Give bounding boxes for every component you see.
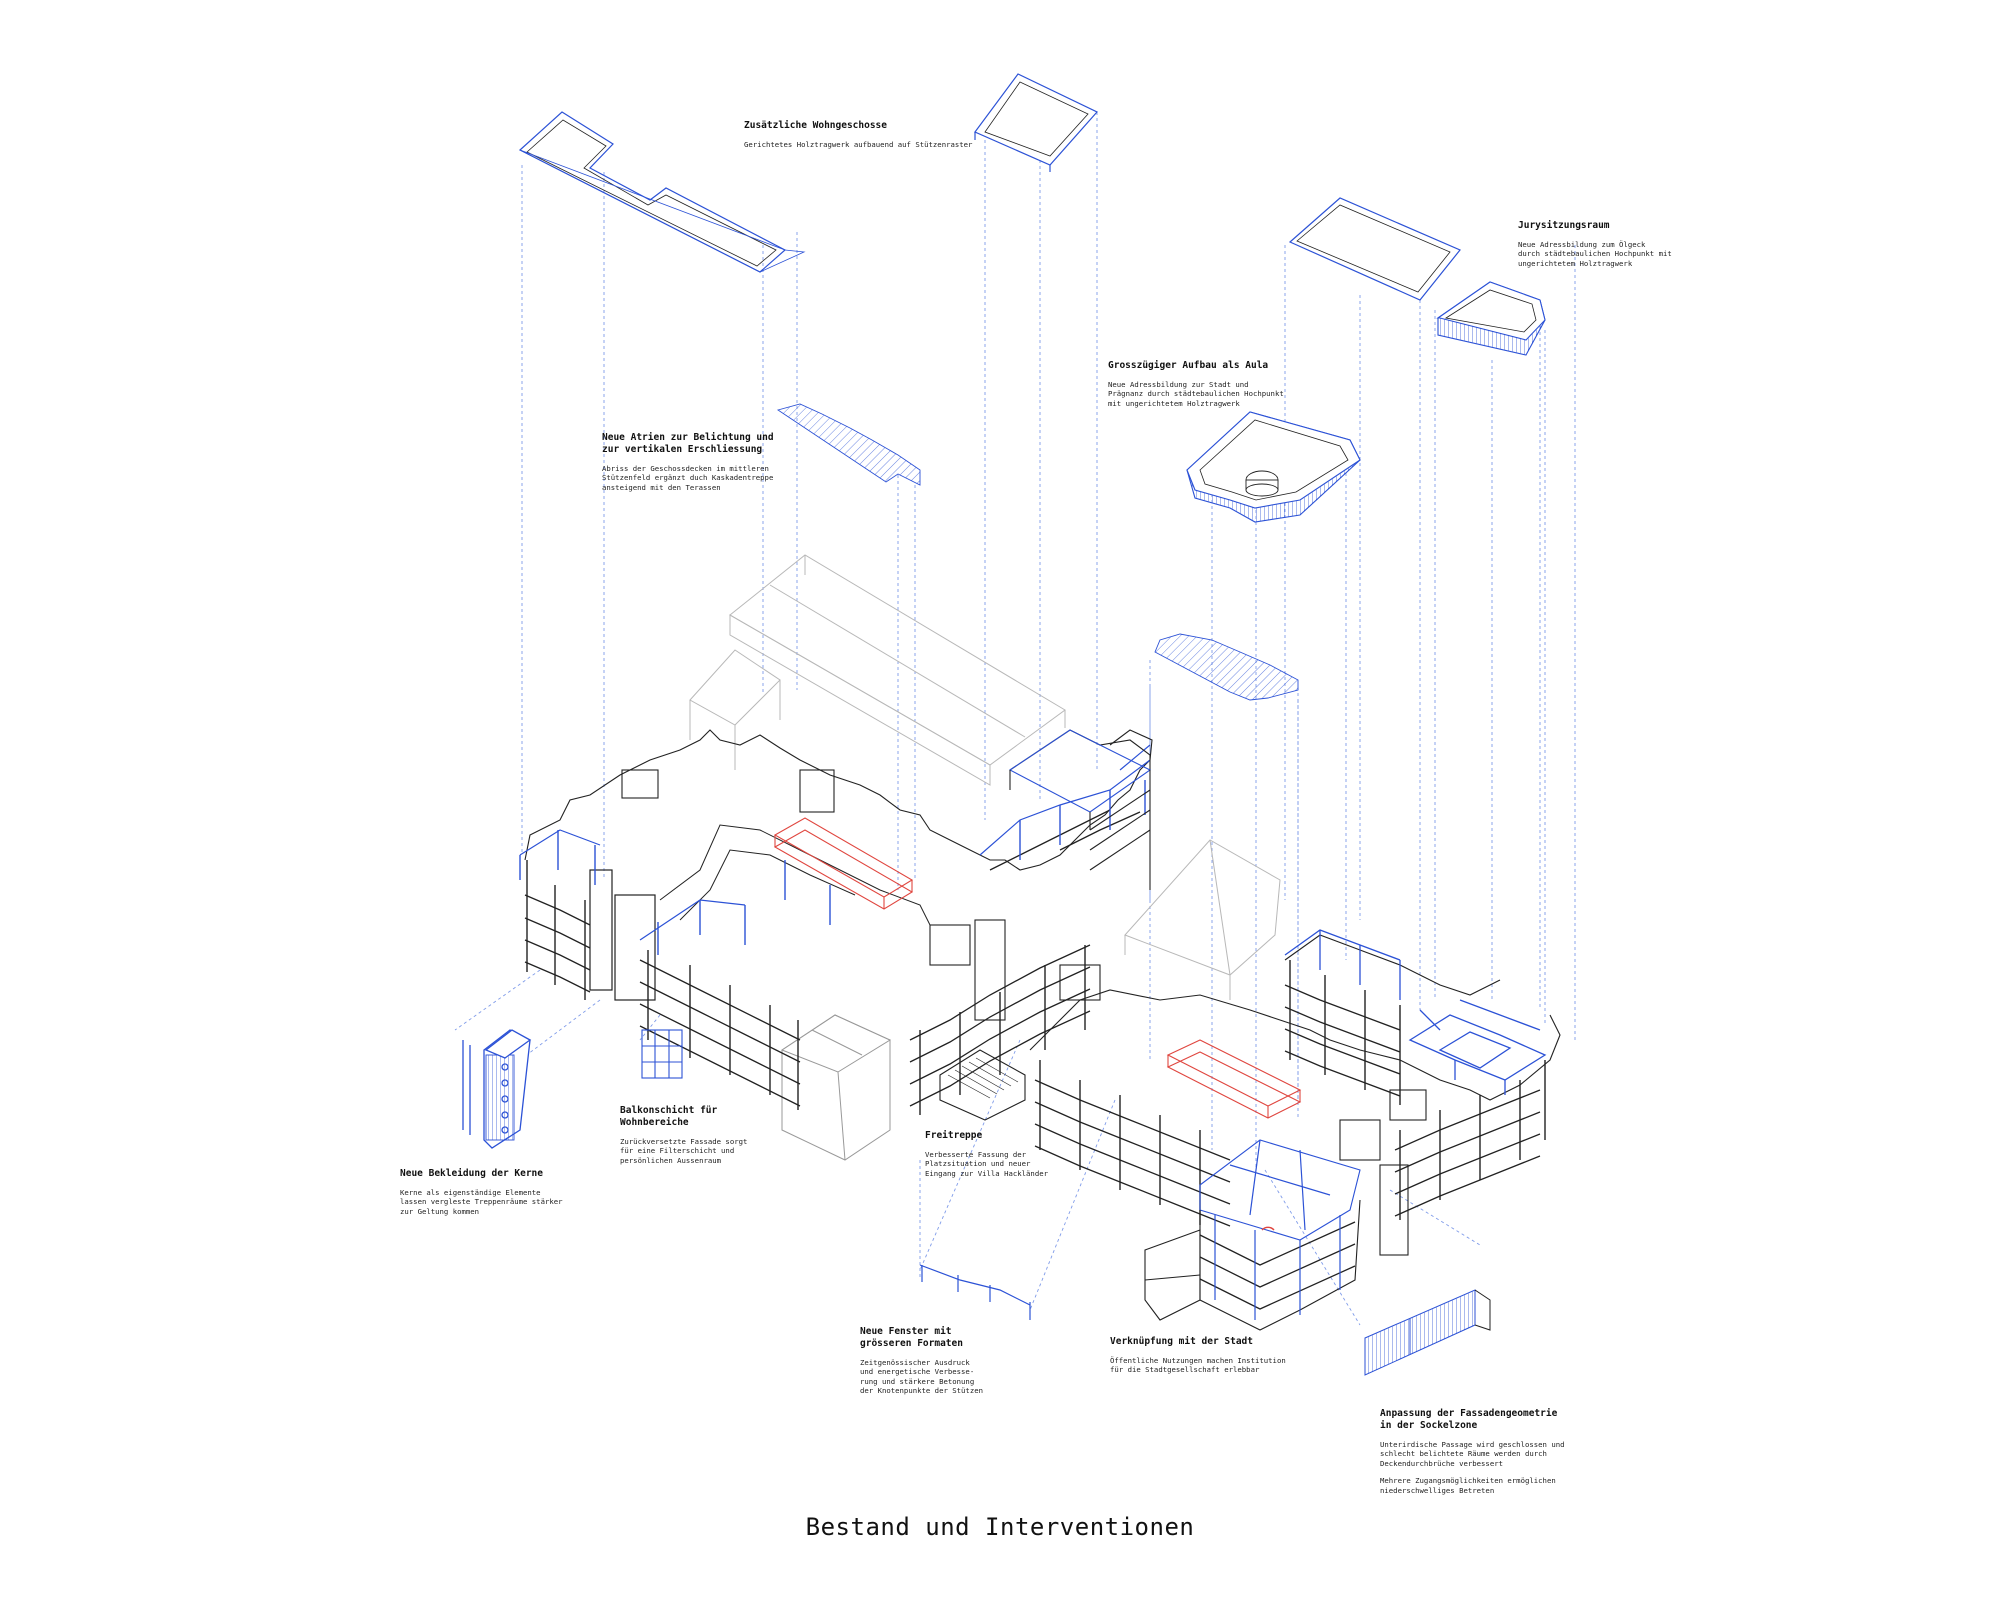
annotation-body: Zeitgenössischer Ausdruck und energetisc… [860,1358,984,1396]
annotation-body: Öffentliche Nutzungen machen Institution… [1110,1356,1286,1375]
existing-gable-building-left [689,554,1066,786]
annotation-body: Verbesserte Fassung der Platzsituation u… [925,1150,1049,1178]
annotation-body: Zurückversetzte Fassade sorgt für eine F… [620,1137,748,1165]
annotation-body: Unterirdische Passage wird geschlossen u… [1380,1440,1565,1468]
annotation-heading: Neue Atrien zur Belichtung und zur verti… [602,432,774,455]
annotation-stadt: Verknüpfung mit der Stadt Öffentliche Nu… [1110,1336,1420,1375]
annotation-heading: Freitreppe [925,1130,983,1141]
annotation-fenster: Neue Fenster mit grösseren Formaten Zeit… [860,1326,1170,1396]
jury-room-volume [1436,281,1546,356]
annotation-heading: Grosszügiger Aufbau als Aula [1108,360,1269,371]
annotation-heading: Balkonschicht für Wohnbereiche [620,1105,718,1128]
annotation-heading: Jurysitzungsraum [1518,220,1610,231]
annotation-heading: Anpassung der Fassadengeometrie in der S… [1380,1408,1558,1431]
right-upper-block [1008,729,1152,890]
annotation-body: Kerne als eigenständige Elemente lassen … [400,1188,563,1216]
atrium-outline-left [773,817,914,910]
cascade-stair-left [776,403,921,486]
annotation-heading: Verknüpfung mit der Stadt [1110,1336,1253,1347]
left-courtyard [519,744,1151,955]
annotation-body-secondary: Mehrere Zugangsmöglichkeiten ermöglichen… [1380,1476,1556,1495]
annotation-sockelzone: Anpassung der Fassadengeometrie in der S… [1380,1408,1690,1495]
annotation-body: Neue Adressbildung zur Stadt und Prägnan… [1108,380,1284,408]
annotation-aula: Grosszügiger Aufbau als Aula Neue Adress… [1108,360,1418,408]
annotation-body: Neue Adressbildung zum Ölgeck durch städ… [1518,240,1672,268]
annotation-heading: Zusätzliche Wohngeschosse [744,120,887,131]
annotation-jurysitzungsraum: Jurysitzungsraum Neue Adressbildung zum … [1518,220,1828,268]
annotation-freitreppe: Freitreppe Verbesserte Fassung der Platz… [925,1130,1235,1178]
existing-villa [780,1014,892,1161]
window-detail [919,1264,1031,1320]
atrium-outline-right [1166,1039,1302,1119]
core-cladding-detail [462,1029,532,1149]
roof-slab-wohngeschosse [518,111,806,273]
projection-lines [454,112,1576,1326]
annotation-kerne: Neue Bekleidung der Kerne Kerne als eige… [400,1168,710,1216]
base-facade-detail [1364,1289,1491,1376]
annotation-wohngeschosse: Zusätzliche Wohngeschosse Gerichtetes Ho… [744,120,1054,149]
left-wing-building [524,729,1153,1121]
right-wing-blue-frames [1284,929,1547,1095]
balcony-grid-detail [641,1029,683,1079]
annotation-body: Abriss der Geschossdecken im mittleren S… [602,464,774,492]
cascade-stair-right [1154,633,1299,701]
annotation-atrien: Neue Atrien zur Belichtung und zur verti… [602,432,912,492]
roof-slab-jury [1288,197,1461,301]
annotation-heading: Neue Bekleidung der Kerne [400,1168,543,1179]
aula-volume [1186,411,1361,523]
page-title: Bestand und Interventionen [805,1513,1195,1541]
existing-gable-building-right [1124,839,1281,1000]
annotation-heading: Neue Fenster mit grösseren Formaten [860,1326,963,1349]
right-wing-building [1029,934,1561,1256]
annotation-body: Gerichtetes Holztragwerk aufbauend auf S… [744,140,973,149]
front-corner-block [1144,1139,1361,1331]
roof-slab-tower-top [974,73,1098,172]
annotation-balkonschicht: Balkonschicht für Wohnbereiche Zurückver… [620,1105,930,1165]
